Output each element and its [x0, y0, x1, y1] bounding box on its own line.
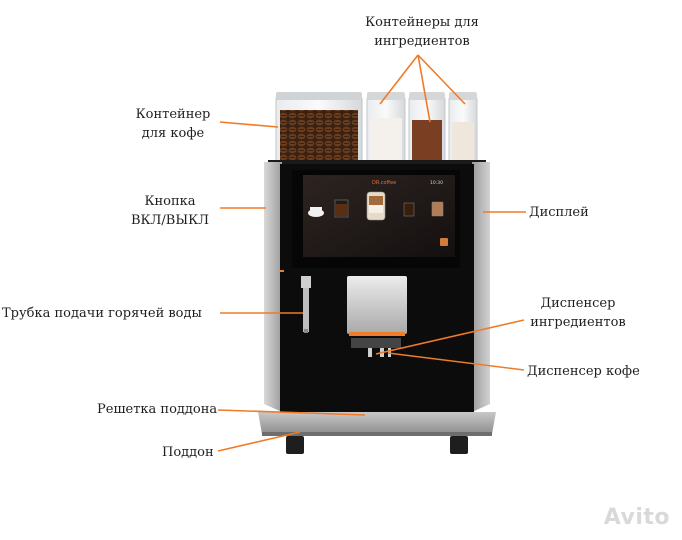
- label-display: Дисплей: [529, 205, 589, 220]
- drip-tray: [258, 412, 496, 454]
- label-ingredient-dispenser-line1: Диспенсер: [540, 296, 616, 311]
- label-coffee-container-line2: для кофе: [141, 126, 205, 141]
- hot-water-tube: [301, 276, 311, 333]
- dispensing-unit: [347, 276, 407, 357]
- ingredient-containers: [366, 92, 478, 163]
- label-drip-tray: Поддон: [162, 445, 214, 460]
- coffee-bean-container: [275, 92, 363, 163]
- label-ingredient-dispenser: Диспенсер ингредиентов: [524, 294, 632, 332]
- label-ingredient-containers-line2: ингредиентов: [374, 34, 470, 49]
- leader-lines: [217, 54, 526, 452]
- screen-time: 10:30: [430, 180, 443, 186]
- label-ingredient-containers: Контейнеры для ингредиентов: [364, 13, 480, 51]
- power-button[interactable]: [280, 270, 284, 272]
- label-coffee-container-line1: Контейнер: [135, 107, 211, 122]
- label-ingredient-dispenser-line2: ингредиентов: [530, 315, 626, 330]
- label-hot-water-tube: Трубка подачи горячей воды: [2, 306, 202, 321]
- label-drip-grate: Решетка поддона: [97, 402, 218, 417]
- left-side-panel: [264, 162, 282, 412]
- label-power-button: Кнопка ВКЛ/ВЫКЛ: [120, 192, 220, 230]
- touch-display: DR.coffee 10:30: [292, 170, 460, 268]
- label-power-button-line2: ВКЛ/ВЫКЛ: [130, 213, 210, 228]
- label-power-button-line1: Кнопка: [144, 194, 196, 209]
- label-ingredient-containers-line1: Контейнеры для: [365, 15, 479, 30]
- label-coffee-dispenser: Диспенсер кофе: [527, 364, 640, 379]
- right-side-panel: [472, 162, 490, 412]
- screen-brand: DR.coffee: [372, 180, 396, 186]
- avito-watermark: Avito: [603, 505, 670, 530]
- label-coffee-container: Контейнер для кофе: [125, 105, 221, 143]
